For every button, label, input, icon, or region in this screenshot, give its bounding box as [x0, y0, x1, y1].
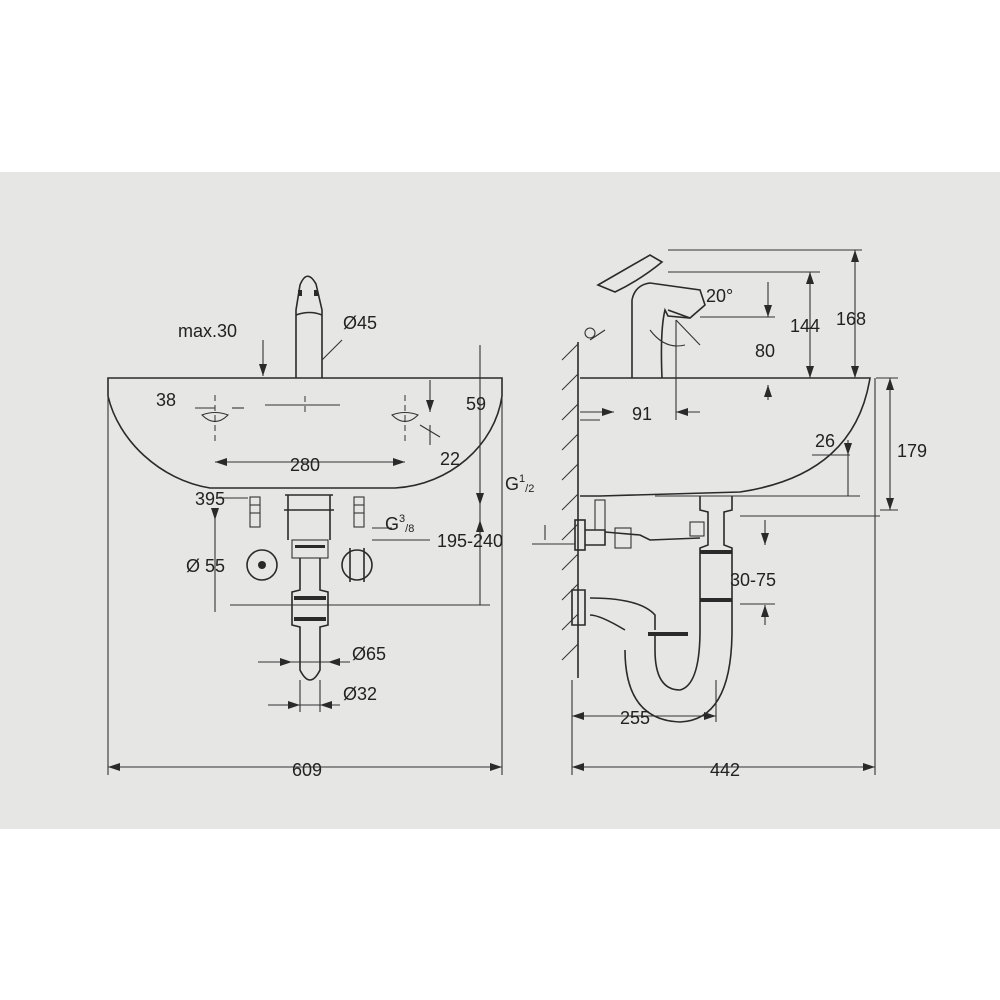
- label-spout-reach: 91: [632, 404, 652, 424]
- label-waste-thread: G1/2: [505, 473, 534, 495]
- waste-thread-sup: 1: [519, 473, 525, 485]
- label-waste-pipe-diameter: Ø32: [343, 684, 377, 704]
- label-rim-to-hole: 59: [466, 394, 486, 414]
- angle-valves: [246, 496, 373, 582]
- label-hole-depth: 22: [440, 449, 460, 469]
- drawing-sheet: [0, 172, 1000, 829]
- label-spout-diameter: Ø45: [343, 313, 377, 333]
- thread-sup: 3: [399, 513, 405, 525]
- front-trap: [284, 494, 334, 681]
- label-lever-angle: 20°: [706, 286, 733, 306]
- label-trap-adjust: 30-75: [730, 570, 776, 590]
- front-view: max.30 Ø45 38 59 280 22 395 G3/8 195-240…: [107, 275, 503, 780]
- side-dimensions: [532, 249, 898, 775]
- label-tap-height-total: 168: [836, 309, 866, 329]
- label-basin-projection: 442: [710, 760, 740, 780]
- thread-main: G: [385, 514, 399, 534]
- label-tap-height-lever: 144: [790, 316, 820, 336]
- front-dimensions: [107, 339, 503, 775]
- waste-thread-sub: /2: [525, 483, 534, 495]
- faucet-side: [584, 254, 706, 379]
- label-trap-outer-diameter: Ø65: [352, 644, 386, 664]
- side-trap: [571, 496, 733, 723]
- thread-sub: /8: [405, 523, 414, 535]
- label-tap-projection: max.30: [178, 321, 237, 341]
- label-basin-width: 609: [292, 760, 322, 780]
- wall: [561, 342, 579, 678]
- label-basin-depth-front: 26: [815, 431, 835, 451]
- side-angle-valve: [574, 499, 701, 551]
- side-view: 20° 168 144 80 91 26 179 G1/2 30-75 255 …: [505, 249, 927, 780]
- label-rosette-diameter: Ø 55: [186, 556, 225, 576]
- label-wall-to-trap: 255: [620, 708, 650, 728]
- basin-side-outline: [580, 377, 871, 497]
- basin-fixings: [201, 395, 419, 445]
- label-thread-size: G3/8: [385, 513, 414, 535]
- label-basin-height: 179: [897, 441, 927, 461]
- faucet-front: [295, 275, 323, 378]
- label-spout-height: 80: [755, 341, 775, 361]
- label-valve-offset: 38: [156, 390, 176, 410]
- basin-outline: [107, 377, 503, 489]
- label-valve-height: 395: [195, 489, 225, 509]
- waste-thread-main: G: [505, 474, 519, 494]
- label-hole-spacing: 280: [290, 455, 320, 475]
- label-trap-height: 195-240: [437, 531, 503, 551]
